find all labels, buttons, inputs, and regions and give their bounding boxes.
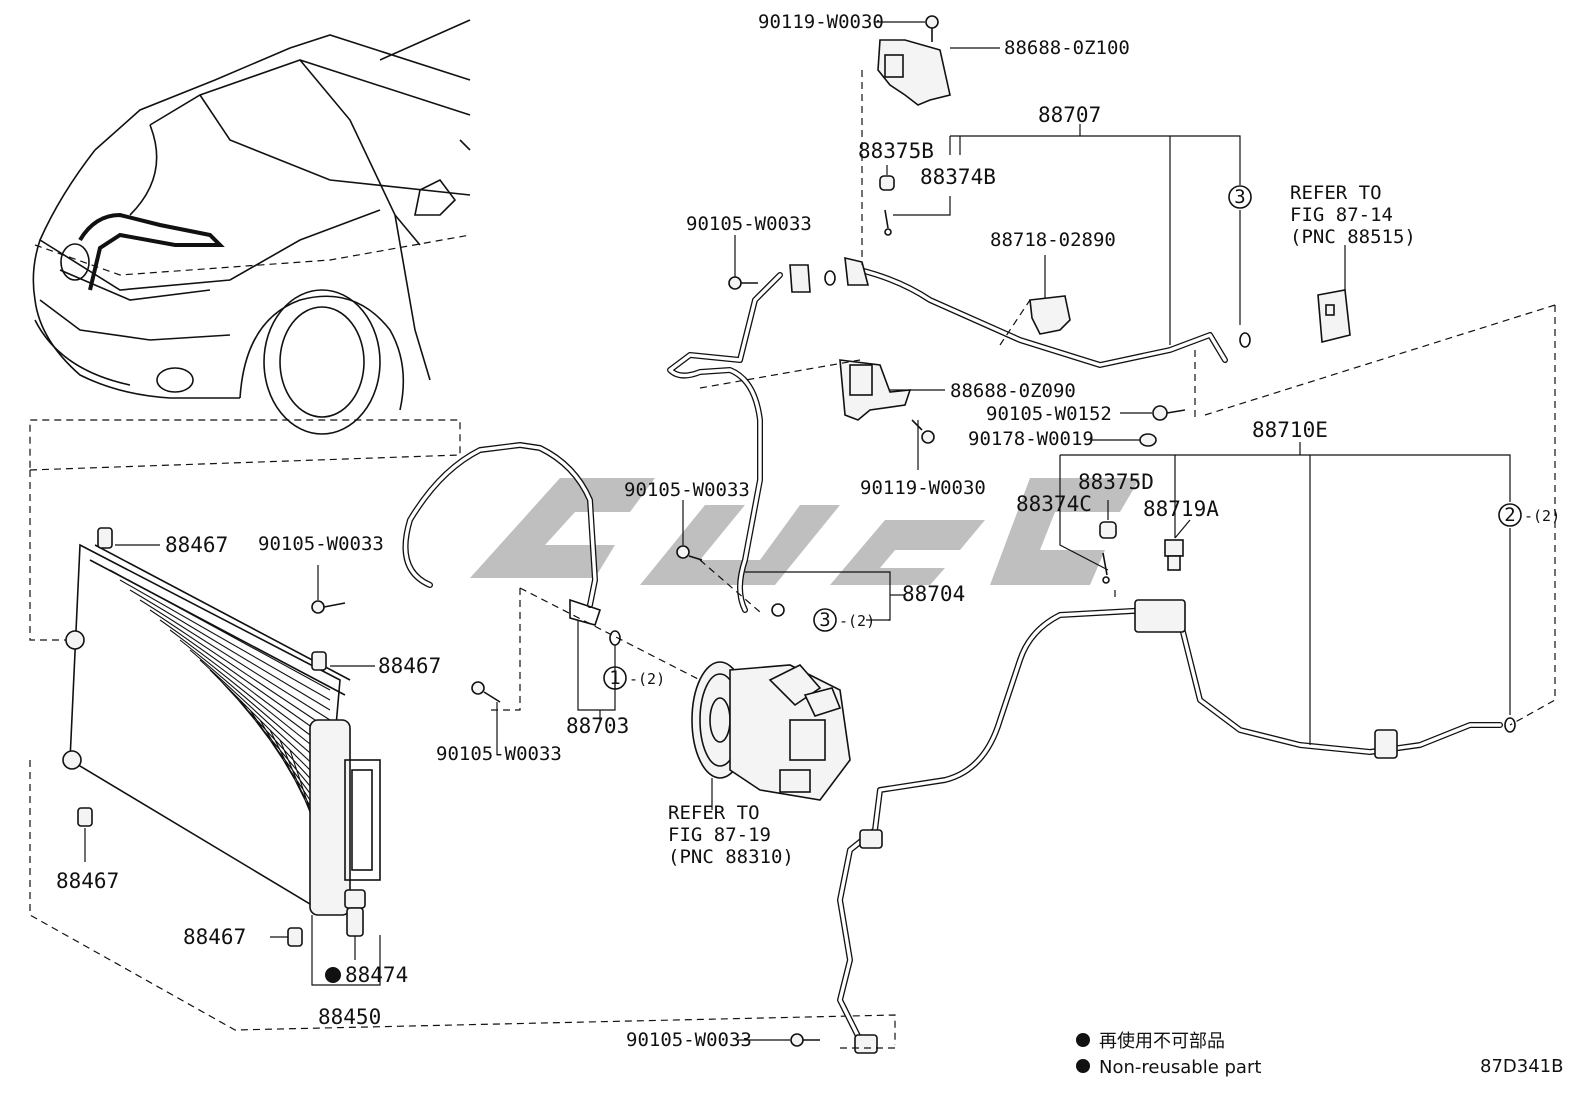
refer-fig-87-14-line2: FIG 87-14 [1290, 204, 1393, 226]
label-88467-a: 88467 [165, 533, 228, 557]
label-88703: 88703 [566, 714, 629, 738]
label-88467-d: 88467 [183, 925, 246, 949]
bracket-88688-0z090 [699, 359, 945, 470]
label-90105-w0033-e: 90105-W0033 [626, 1029, 752, 1051]
fasteners [311, 15, 1186, 1047]
label-90105-w0033-b: 90105-W0033 [624, 479, 750, 501]
label-88374b: 88374B [920, 165, 996, 189]
pipe-88710E [837, 599, 1516, 1054]
label-88718-02890: 88718-02890 [990, 229, 1116, 251]
callout-1-number: 1 [609, 667, 620, 689]
suction-hose-88704 [667, 272, 785, 617]
label-90105-w0033-c: 90105-W0033 [258, 533, 384, 555]
legend: 再使用不可部品 Non-reusable part [1076, 1031, 1261, 1078]
refer-fig-87-19-line1: REFER TO [668, 802, 760, 824]
clamp-88718 [999, 255, 1071, 346]
label-90119-w0030-mid: 90119-W0030 [860, 477, 986, 499]
condenser-fins [109, 569, 331, 871]
label-88375b: 88375B [858, 139, 934, 163]
label-88375d: 88375D [1078, 470, 1154, 494]
assembly-dashed-lines [490, 304, 1556, 1049]
label-88467-c: 88467 [56, 869, 119, 893]
compressor [691, 661, 851, 810]
non-reusable-marker-88474 [325, 967, 341, 983]
label-88719a: 88719A [1143, 497, 1219, 521]
leader-lines [84, 21, 1511, 1041]
callout-3-mid: 3 -(2) [813, 608, 875, 632]
pipe-88707 [789, 256, 1251, 368]
label-88710e: 88710E [1252, 418, 1328, 442]
discharge-hose-88703 [402, 442, 602, 626]
label-88688-0z100: 88688-0Z100 [1004, 37, 1130, 59]
label-88467-b: 88467 [378, 654, 441, 678]
non-reusable-bullet-icon [1076, 1033, 1090, 1047]
label-90105-w0033-a: 90105-W0033 [686, 213, 812, 235]
label-88707: 88707 [1038, 103, 1101, 127]
callout-2-right-quantity: -(2) [1524, 507, 1560, 525]
callout-3-top: 3 [1228, 185, 1252, 209]
callout-1-quantity: -(2) [629, 670, 665, 688]
figure-code: 87D341B [1480, 1056, 1563, 1077]
refer-fig-87-14-line3: (PNC 88515) [1290, 226, 1416, 248]
non-reusable-bullet-icon [1076, 1059, 1090, 1073]
label-88374c: 88374C [1016, 492, 1092, 516]
callout-3-top-number: 3 [1234, 186, 1245, 208]
refer-fig-87-19-line2: FIG 87-19 [668, 824, 771, 846]
bracket-88688-0z100 [861, 39, 1000, 265]
callout-3-mid-number: 3 [819, 609, 830, 631]
legend-line-japanese: 再使用不可部品 [1099, 1031, 1225, 1052]
callout-3-mid-quantity: -(2) [839, 612, 875, 630]
label-88474: 88474 [345, 963, 408, 987]
refer-fig-87-19-line3: (PNC 88310) [668, 846, 794, 868]
watermark-logo [470, 478, 1140, 585]
label-88688-0z090: 88688-0Z090 [950, 380, 1076, 402]
label-88450: 88450 [318, 1005, 381, 1029]
callout-1: 1 -(2) [603, 666, 665, 690]
expansion-valve-88515 [1317, 245, 1351, 344]
label-90105-w0033-d: 90105-W0033 [436, 743, 562, 765]
refer-fig-87-14-line1: REFER TO [1290, 182, 1382, 204]
callout-2-right: 2 -(2) [1498, 503, 1560, 527]
vehicle-location-view [32, 19, 471, 435]
label-90105-w0152: 90105-W0152 [986, 403, 1112, 425]
part-labels: 90119-W0030 88688-0Z100 88707 88375B 883… [56, 11, 1416, 1051]
label-90178-w0019: 90178-W0019 [968, 428, 1094, 450]
legend-line-english: Non-reusable part [1099, 1057, 1261, 1078]
label-90119-w0030-top: 90119-W0030 [758, 11, 884, 33]
condenser-assembly [29, 419, 896, 1045]
callout-2-right-number: 2 [1504, 504, 1515, 526]
label-88704: 88704 [902, 582, 965, 606]
